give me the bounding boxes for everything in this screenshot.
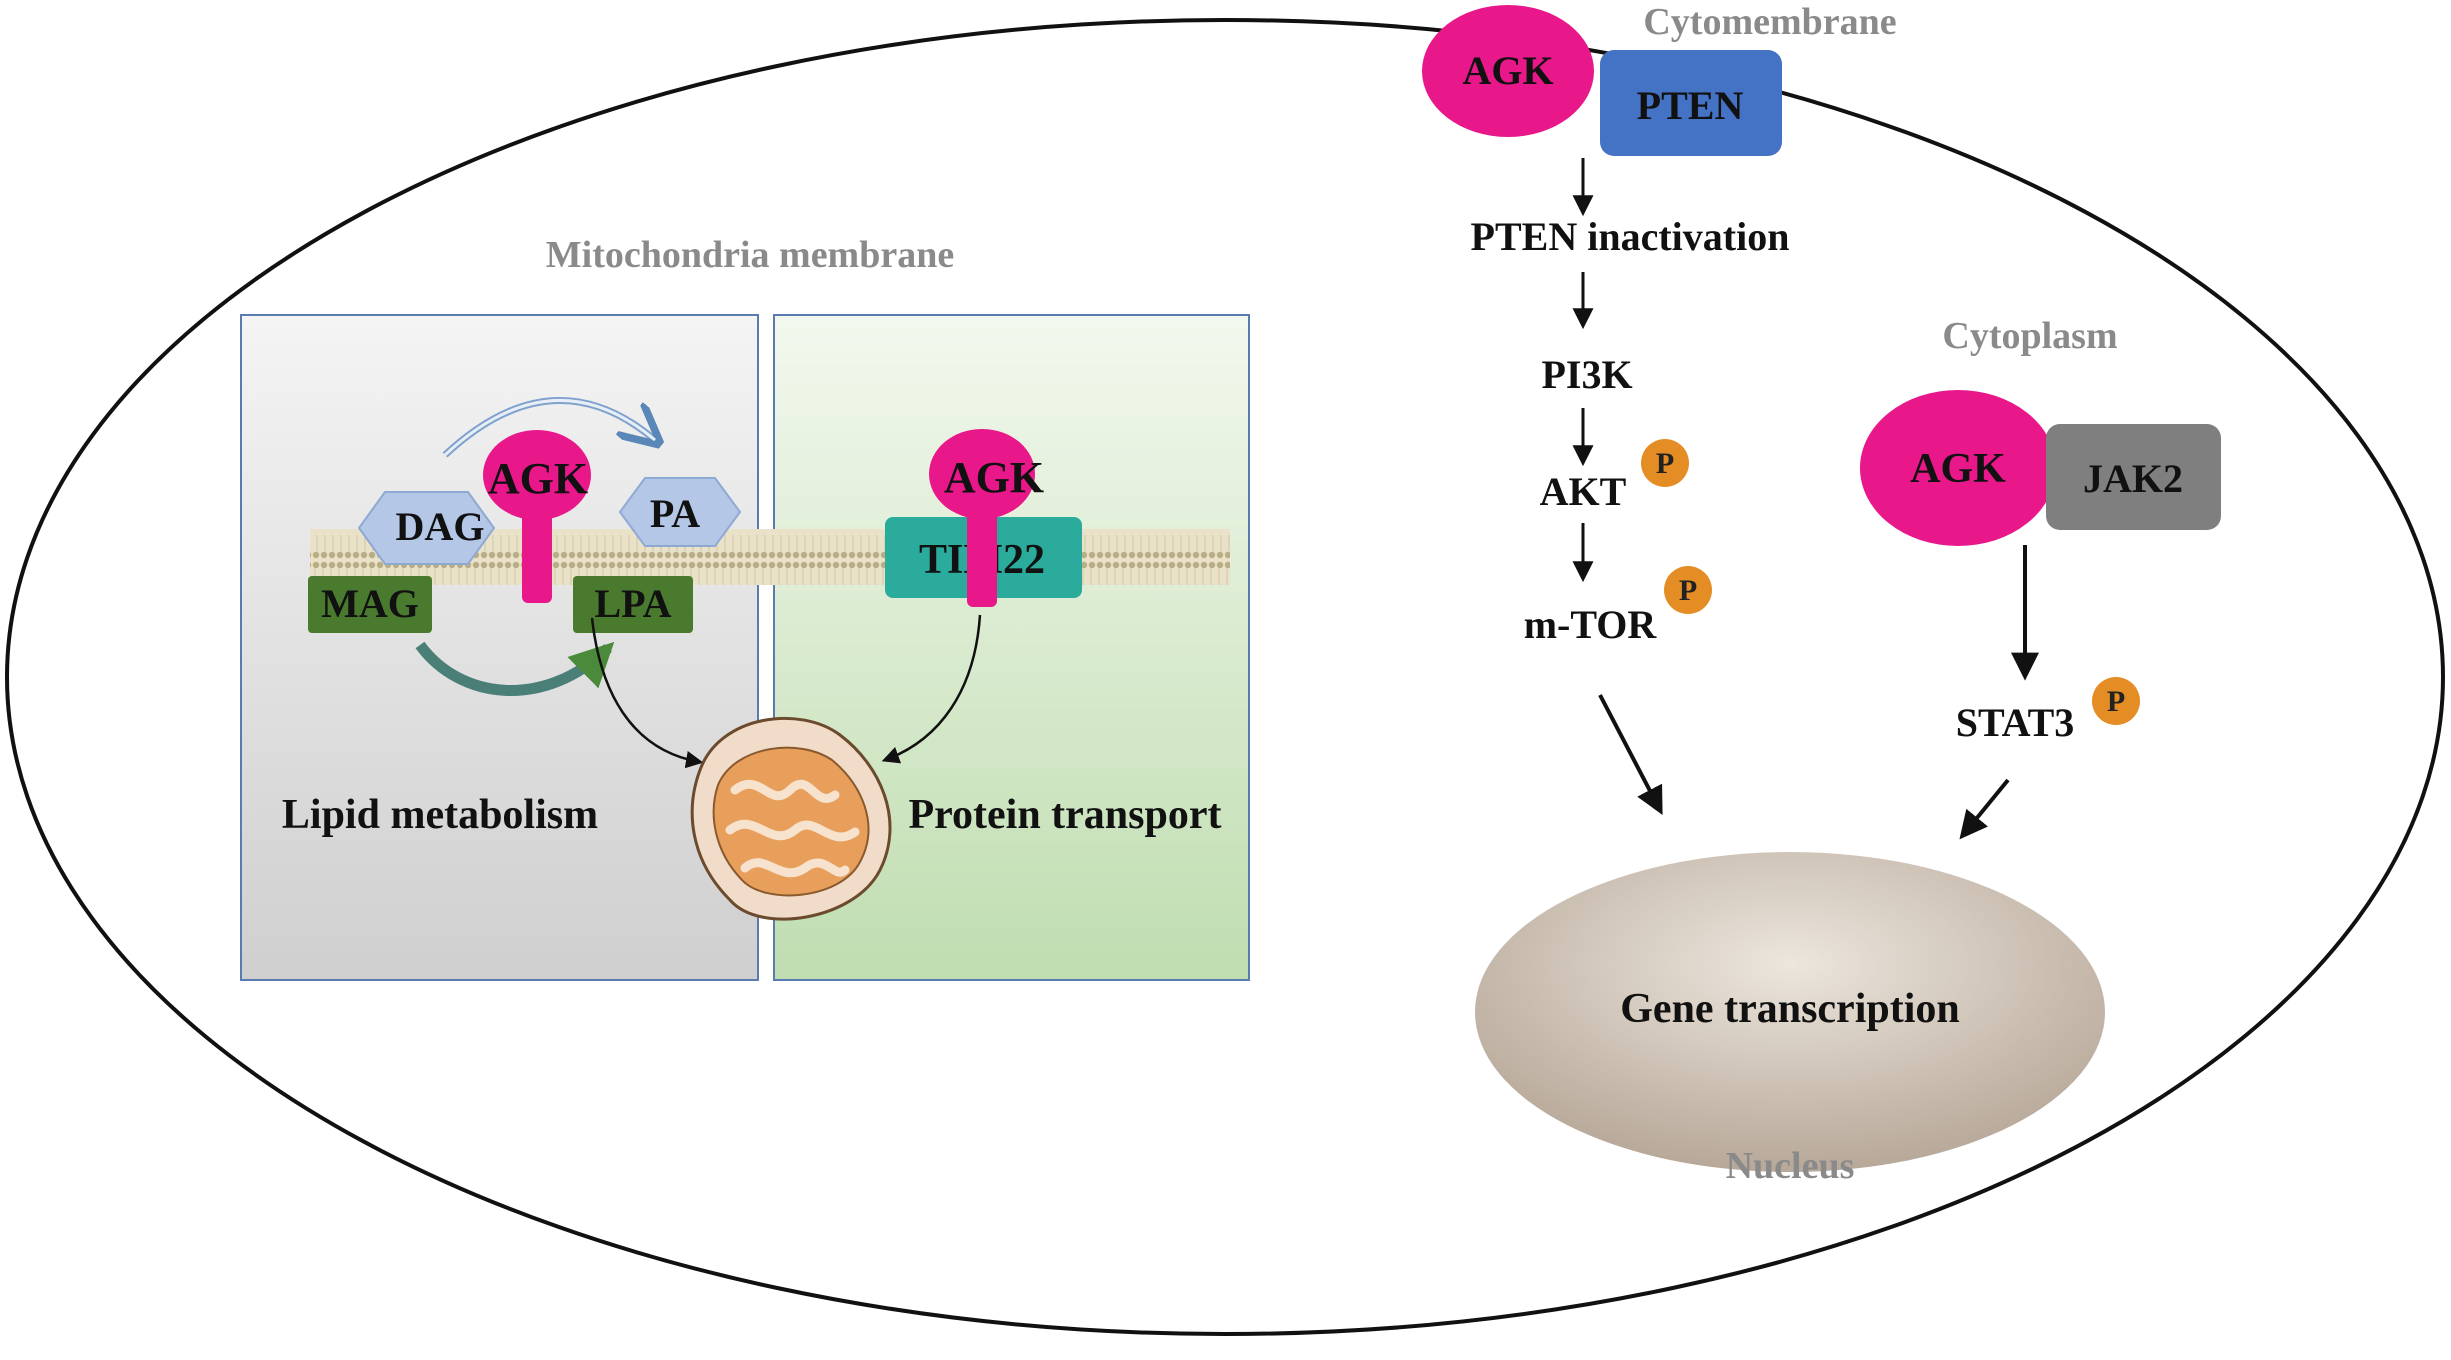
- agk-lipid-head: [483, 430, 591, 520]
- stat3-phospho-badge: [2092, 677, 2140, 725]
- tim22-to-mitochondrion-arrow: [881, 614, 982, 764]
- pa-hexagon: [618, 477, 742, 547]
- mag-label: MAG: [321, 581, 419, 626]
- agk-lipid-stem: [522, 500, 552, 603]
- gene-transcription-label: Gene transcription: [1620, 986, 1959, 1032]
- pten-inactivation-label: PTEN inactivation: [1471, 214, 1790, 259]
- jak-pathway: AGK JAK2 STAT3 P: [1860, 390, 2221, 840]
- mitochondrion-icon: [690, 716, 892, 921]
- agk-jak-agk-oval: [1860, 390, 2056, 546]
- cell-outline: [5, 18, 2445, 1336]
- stat3-phospho-label: P: [2107, 685, 2125, 718]
- akt-phospho-label: P: [1656, 447, 1674, 480]
- mag-box: [308, 576, 432, 633]
- cytomembrane-label: Cytomembrane: [1643, 1, 1896, 43]
- agk-pten-agk-label: AGK: [1462, 48, 1553, 93]
- jak2-box: [2046, 424, 2221, 530]
- pten-label: PTEN: [1637, 83, 1744, 128]
- jak2-label: JAK2: [2083, 456, 2183, 501]
- agk-tim-head: [929, 429, 1035, 519]
- pten-pathway: AGK PTEN PTEN inactivation PI3K AKT P m-…: [1422, 5, 1790, 815]
- pten-box: [1600, 50, 1782, 156]
- pa-label: PA: [650, 491, 700, 536]
- mtor-label: m-TOR: [1524, 602, 1658, 647]
- mitochondria-panel: DAG PA AGK MAG LPA TIM22 AGK Lipid me: [240, 314, 1250, 981]
- arrow-mtor-to-nucleus: [1598, 694, 1663, 815]
- lpa-label: LPA: [594, 581, 671, 626]
- mtor-phospho-label: P: [1679, 574, 1697, 607]
- stat3-label: STAT3: [1956, 700, 2075, 745]
- mitochondria-membrane-label: Mitochondria membrane: [546, 234, 954, 276]
- lipid-metabolism-label: Lipid metabolism: [282, 792, 598, 838]
- mag-to-lpa-arrow: [415, 641, 615, 696]
- dag-hexagon: [357, 491, 496, 565]
- agk-tim-stem: [967, 500, 997, 607]
- nucleus: [1475, 852, 2105, 1172]
- dag-label: DAG: [396, 504, 485, 549]
- lpa-box: [573, 576, 693, 633]
- agk-lipid-label: AGK: [488, 454, 588, 503]
- agk-tim-label: AGK: [944, 453, 1044, 502]
- pi3k-label: PI3K: [1541, 352, 1632, 397]
- akt-phospho-badge: [1641, 439, 1689, 487]
- agk-pten-agk-oval: [1422, 5, 1594, 137]
- lipid-panel-background: [240, 314, 759, 981]
- nucleus-label: Nucleus: [1726, 1145, 1855, 1187]
- cytoplasm-label: Cytoplasm: [1942, 315, 2117, 357]
- akt-label: AKT: [1540, 469, 1627, 514]
- mtor-phospho-badge: [1664, 566, 1712, 614]
- agk-jak-agk-label: AGK: [1910, 446, 2006, 492]
- protein-transport-label: Protein transport: [908, 792, 1221, 838]
- arrow-stat3-to-nucleus: [1959, 778, 2010, 840]
- agk-to-mitochondrion-arrow: [590, 617, 704, 769]
